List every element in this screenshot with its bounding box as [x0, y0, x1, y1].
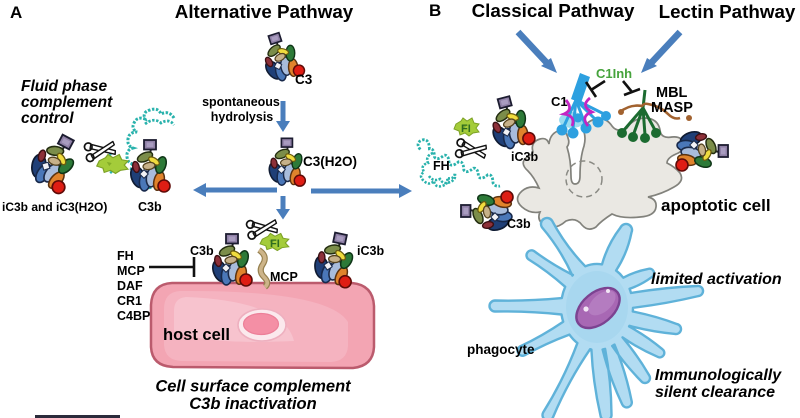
svg-text:MCP: MCP	[270, 270, 298, 284]
svg-text:C3b inactivation: C3b inactivation	[189, 395, 316, 413]
svg-text:host cell: host cell	[163, 326, 230, 344]
svg-text:C3b: C3b	[190, 244, 214, 258]
svg-text:iC3b: iC3b	[357, 244, 384, 258]
svg-text:FH: FH	[117, 249, 134, 263]
svg-text:B: B	[429, 1, 441, 20]
svg-text:C1: C1	[551, 94, 568, 109]
svg-text:C3: C3	[295, 72, 313, 87]
svg-text:C3b: C3b	[138, 200, 162, 214]
svg-text:Classical Pathway: Classical Pathway	[472, 0, 635, 21]
svg-text:apoptotic cell: apoptotic cell	[661, 196, 771, 215]
svg-text:limited activation: limited activation	[651, 271, 782, 288]
svg-text:A: A	[10, 3, 22, 22]
svg-text:C3(H2O): C3(H2O)	[303, 154, 357, 169]
svg-text:Alternative Pathway: Alternative Pathway	[175, 1, 354, 22]
svg-text:FI: FI	[270, 238, 280, 250]
svg-text:Cell surface complement: Cell surface complement	[155, 378, 352, 396]
svg-text:FH: FH	[433, 159, 450, 173]
svg-text:MBL: MBL	[656, 85, 688, 101]
svg-text:DAF: DAF	[117, 279, 143, 293]
svg-text:Fluid phase: Fluid phase	[21, 78, 108, 95]
svg-text:MASP: MASP	[651, 100, 693, 116]
svg-text:control: control	[21, 110, 74, 127]
svg-text:spontaneous: spontaneous	[202, 95, 280, 109]
svg-text:silent clearance: silent clearance	[655, 384, 775, 401]
svg-text:iC3b and iC3(H2O): iC3b and iC3(H2O)	[2, 200, 107, 214]
svg-text:FI: FI	[461, 123, 471, 135]
svg-text:Lectin Pathway: Lectin Pathway	[659, 1, 796, 22]
svg-text:CR1: CR1	[117, 294, 142, 308]
svg-text:hydrolysis: hydrolysis	[211, 110, 274, 124]
svg-text:C3b: C3b	[507, 217, 531, 231]
svg-text:C4BP: C4BP	[117, 309, 150, 323]
svg-text:phagocyte: phagocyte	[467, 342, 535, 357]
svg-text:C1Inh: C1Inh	[596, 66, 632, 81]
svg-text:iC3b: iC3b	[511, 150, 538, 164]
svg-text:MCP: MCP	[117, 264, 145, 278]
svg-text:Immunologically: Immunologically	[655, 367, 782, 384]
svg-text:complement: complement	[21, 94, 113, 111]
